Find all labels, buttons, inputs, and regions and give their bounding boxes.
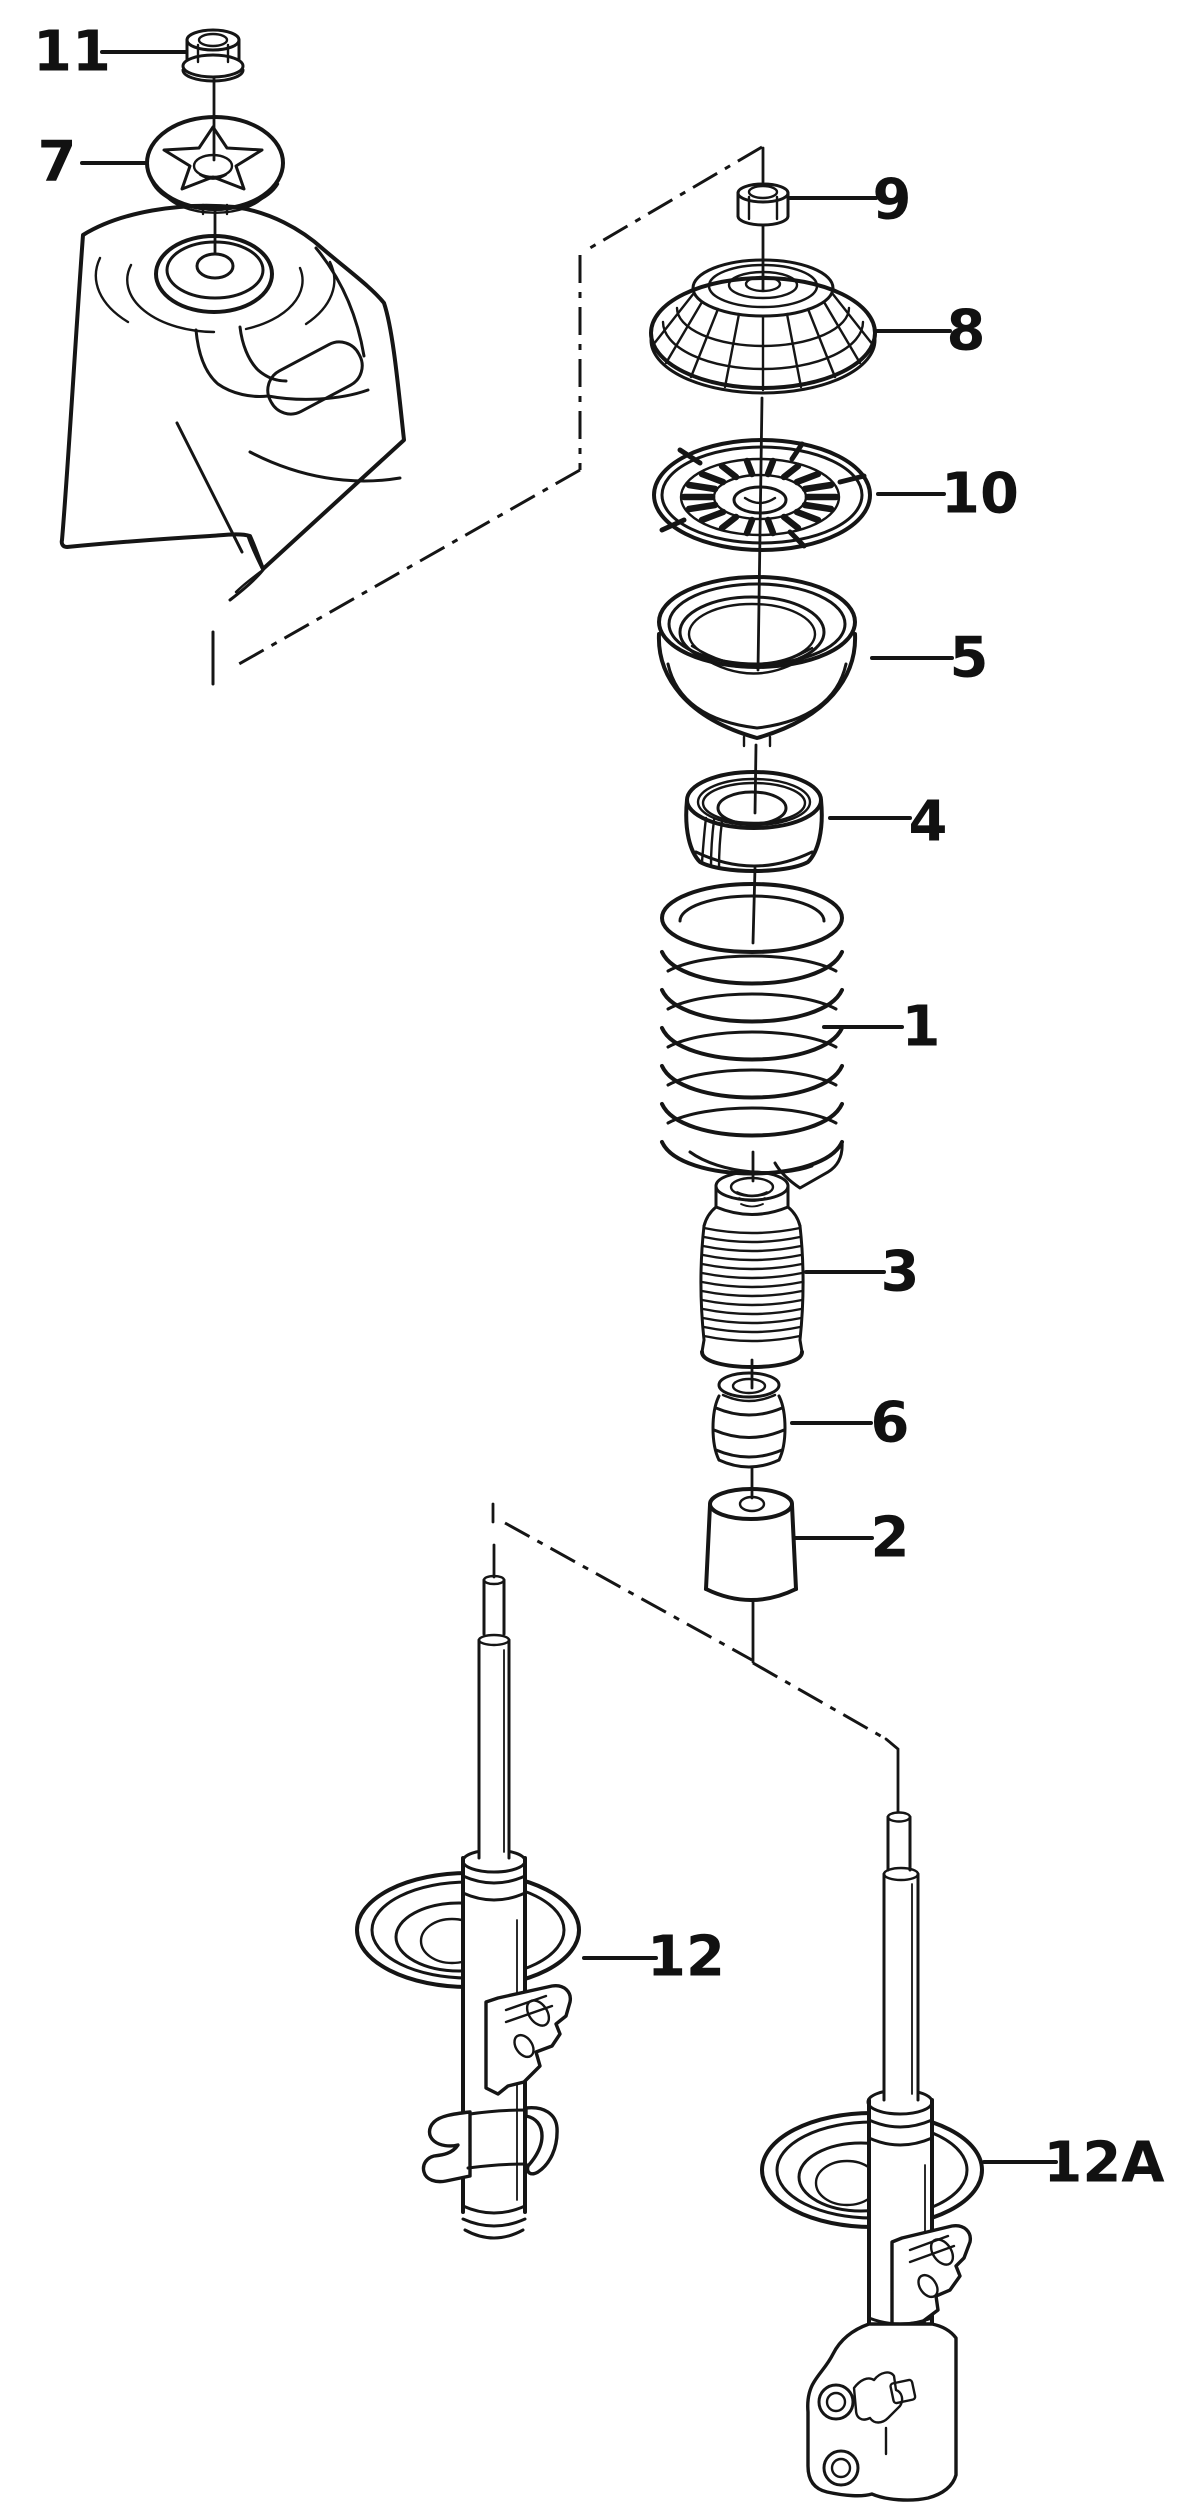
callout-label-7: 7	[38, 130, 77, 195]
axis-centerline	[751, 866, 757, 945]
callout-label-12A: 12A	[1043, 2131, 1165, 2196]
part-6-bump-stop	[711, 1371, 787, 1469]
strut-12a-shock-absorber	[760, 1811, 984, 2502]
part-8-strut-mount	[649, 258, 877, 395]
callout-label-5: 5	[950, 626, 989, 691]
callout-label-11: 11	[33, 20, 111, 85]
callout-label-12: 12	[647, 1925, 725, 1990]
callout-labels: 11 7 9 8 10 5 4 1 3 6 2 12 12A	[33, 20, 1165, 2196]
callout-label-6: 6	[871, 1391, 910, 1456]
lower-mount-housing	[806, 2322, 958, 2502]
body-panel-strut-tower	[59, 203, 406, 686]
part-5-spring-seat	[656, 575, 858, 748]
fork-hole	[852, 2371, 904, 2424]
part-10-strut-bearing	[652, 438, 872, 552]
callout-label-3: 3	[881, 1240, 920, 1305]
callout-label-2: 2	[871, 1506, 910, 1571]
callout-label-10: 10	[941, 462, 1019, 527]
part-3-bellows-boot	[699, 1170, 805, 1369]
part-9-hex-nut	[736, 146, 790, 292]
callout-label-1: 1	[902, 995, 941, 1060]
part-7-upper-mount-cap	[145, 115, 285, 255]
spokes	[659, 441, 867, 549]
mesh-meridians	[651, 291, 875, 392]
clamp-hook	[524, 2106, 559, 2176]
callout-label-4: 4	[909, 790, 948, 855]
assembly-axis-dashdot-bottom	[491, 1502, 900, 1814]
callout-label-9: 9	[873, 168, 912, 233]
assembly-axis-dashdot-top	[231, 145, 763, 670]
part-11-flange-nut	[181, 28, 245, 120]
strut-12-shock-absorber	[355, 1543, 581, 2240]
roller-petals	[680, 457, 840, 537]
bellows-ribs	[700, 1226, 804, 1343]
clamp-fork	[421, 2110, 472, 2184]
part-2-protective-sleeve	[704, 1487, 798, 1602]
callout-label-8: 8	[947, 299, 986, 364]
